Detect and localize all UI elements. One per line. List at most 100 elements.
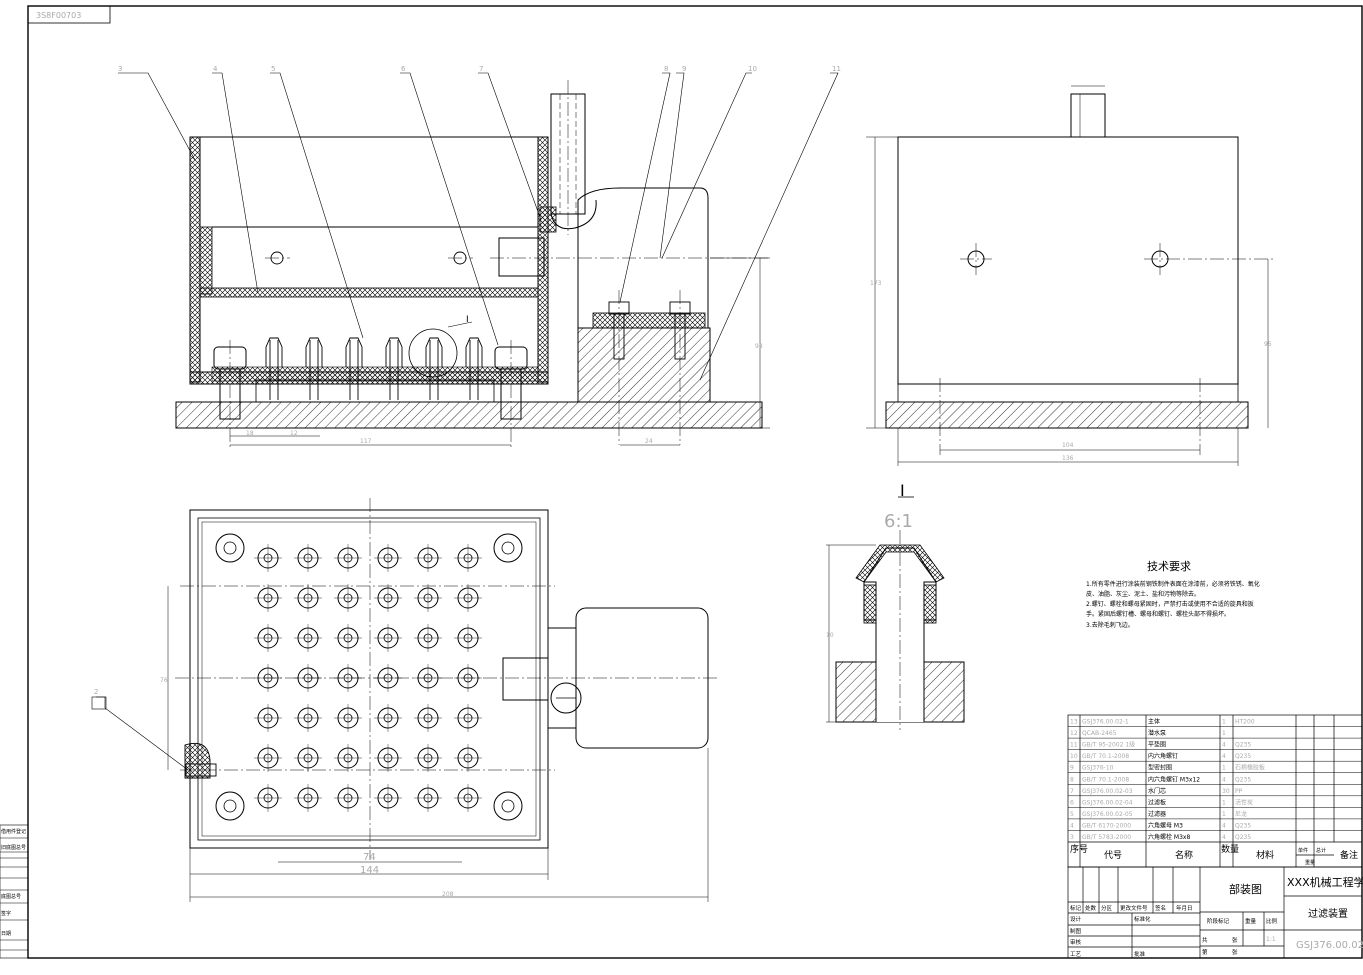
bom-cell-name: 内六角螺钉 (1148, 752, 1178, 760)
filter-hole (374, 584, 402, 612)
filter-hole (334, 744, 362, 772)
filter-hole (454, 544, 482, 572)
drawing-code-box (27, 5, 111, 24)
detail-scale: 6:1 (884, 511, 913, 532)
bom-cell-code: GSJ376.00.02-03 (1082, 788, 1133, 795)
bom-cell-code: GSJ376-10 (1082, 765, 1114, 772)
title-block-label: 年月日 (1176, 904, 1193, 912)
bom-cell-mat: 尼龙 (1235, 810, 1247, 818)
top-dims: 74 144 208 76 2 (94, 677, 454, 898)
bom-cell-no: 11 (1070, 742, 1078, 749)
filter-hole (374, 624, 402, 652)
bom-header-mat: 材料 (1256, 849, 1274, 861)
filter-hole (294, 624, 322, 652)
title-block-label: 签名 (1155, 904, 1166, 912)
filter-hole (334, 624, 362, 652)
bom-cell-code: GB/T 95-2002 1级 (1082, 741, 1135, 749)
bom-cell-mat: HT200 (1235, 719, 1255, 726)
balloon-9: 9 (682, 65, 686, 73)
tech-req-line-4: 手。紧固后螺钉槽、螺母和螺钉、螺栓头部不得损坏。 (1086, 610, 1230, 618)
filter-hole (374, 744, 402, 772)
title-block-label: 标记 (1070, 904, 1082, 912)
dim-side-h2: 95 (1264, 341, 1272, 348)
filter-hole (454, 664, 482, 692)
filter-hole (334, 544, 362, 572)
filter-hole (254, 704, 282, 732)
filter-hole (414, 584, 442, 612)
bom-cell-name: 平垫圈 (1148, 741, 1166, 749)
filter-hole (414, 544, 442, 572)
title-block-label: 制图 (1070, 927, 1082, 935)
bom-cell-qty: 1 (1222, 719, 1226, 726)
filter-hole (414, 624, 442, 652)
filter-hole (374, 784, 402, 812)
bom-cell-name: 过滤板 (1148, 798, 1166, 806)
filter-hole (454, 704, 482, 732)
dim-front-s2: 12 (290, 430, 298, 437)
bom-header-total: 总计 (1316, 847, 1326, 854)
bom-header-qty: 数量 (1221, 843, 1239, 855)
filter-hole (374, 704, 402, 732)
filter-hole (334, 664, 362, 692)
top-view-hole-grid (254, 544, 482, 812)
filter-hole (294, 784, 322, 812)
bom-cell-no: 9 (1070, 765, 1074, 772)
bom-cell-qty: 1 (1222, 799, 1226, 806)
title-block-label: 设计 (1070, 915, 1082, 923)
bom-cell-qty: 4 (1222, 776, 1226, 783)
side-label-1: 旧底图总号 (1, 844, 26, 851)
filter-hole (414, 704, 442, 732)
bom-cell-code: GSJ376.00.02-1 (1082, 719, 1129, 726)
detail-title: I (900, 481, 905, 500)
filter-hole (294, 544, 322, 572)
title-block-label: 比例 (1266, 917, 1278, 925)
bom-cell-no: 5 (1070, 811, 1074, 818)
title-part-name: 过滤装置 (1308, 907, 1348, 920)
side-dims: 173 95 104 136 (870, 280, 1272, 462)
bom-cell-code: QCAB-2465 (1082, 730, 1117, 737)
bom-cell-no: 7 (1070, 788, 1074, 795)
drawing-frame (27, 5, 1363, 959)
bom-cell-qty: 1 (1222, 811, 1226, 818)
bom-cell-mat: Q235 (1235, 822, 1251, 829)
title-block-label: 阶段标记 (1207, 917, 1230, 925)
side-registration-table (0, 824, 29, 959)
title-block-labels: 标记处数分区更改文件号签名年月日设计标准化制图审核工艺批准阶段标记重量比例共张第… (1070, 904, 1278, 958)
tech-req-line-3: 2.螺钉、螺栓和螺母紧固时，严禁打击或使用不合适的旋具和扳 (1086, 600, 1254, 608)
title-block-label: 张 (1232, 936, 1238, 944)
side-view (866, 85, 1275, 466)
bom-header-unit: 单件 (1298, 847, 1308, 854)
bom-cell-qty: 4 (1222, 822, 1226, 829)
bom-cell-qty: 4 (1222, 753, 1226, 760)
filter-hole (414, 744, 442, 772)
balloon-8: 8 (664, 65, 668, 73)
bom-cell-mat: PP (1235, 788, 1243, 795)
bom-cell-qty: 4 (1222, 742, 1226, 749)
dim-top-vertical: 76 (160, 677, 168, 684)
title-block-label: 审核 (1070, 938, 1082, 946)
title-scale: 1:1 (1266, 936, 1276, 943)
bom-cell-no: 4 (1070, 822, 1074, 829)
title-block-label: 第 (1202, 948, 1208, 956)
bom-cell-name: 型密封圈 (1148, 764, 1172, 772)
bom-cell-mat: 活性炭 (1235, 798, 1253, 806)
title-school: XXX机械工程学院 (1287, 875, 1363, 889)
title-block-label: 标准化 (1134, 915, 1151, 923)
balloon-10: 10 (748, 65, 757, 73)
bom-cell-qty: 30 (1222, 788, 1230, 795)
bom-cell-mat: Q235 (1235, 753, 1251, 760)
filter-hole (374, 664, 402, 692)
bom-cell-mat: Q235 (1235, 776, 1251, 783)
drawing-code-text: 3S8F00703 (36, 11, 81, 20)
dim-front-width: 117 (360, 438, 372, 445)
filter-hole (334, 704, 362, 732)
bom-header-code: 代号 (1104, 850, 1122, 861)
filter-hole (414, 784, 442, 812)
bom-cell-no: 12 (1070, 730, 1078, 737)
title-drawing-no: GSJ376.00.02 (1296, 940, 1363, 951)
title-block (1067, 866, 1363, 959)
dim-detail-height: 10 (826, 632, 834, 639)
bom-cell-name: 水门芯 (1148, 787, 1166, 795)
title-block-label: 处数 (1085, 904, 1097, 912)
front-balloon-labels: 3 4 5 6 7 8 9 10 11 I 117 18 12 24 98 (118, 65, 841, 445)
